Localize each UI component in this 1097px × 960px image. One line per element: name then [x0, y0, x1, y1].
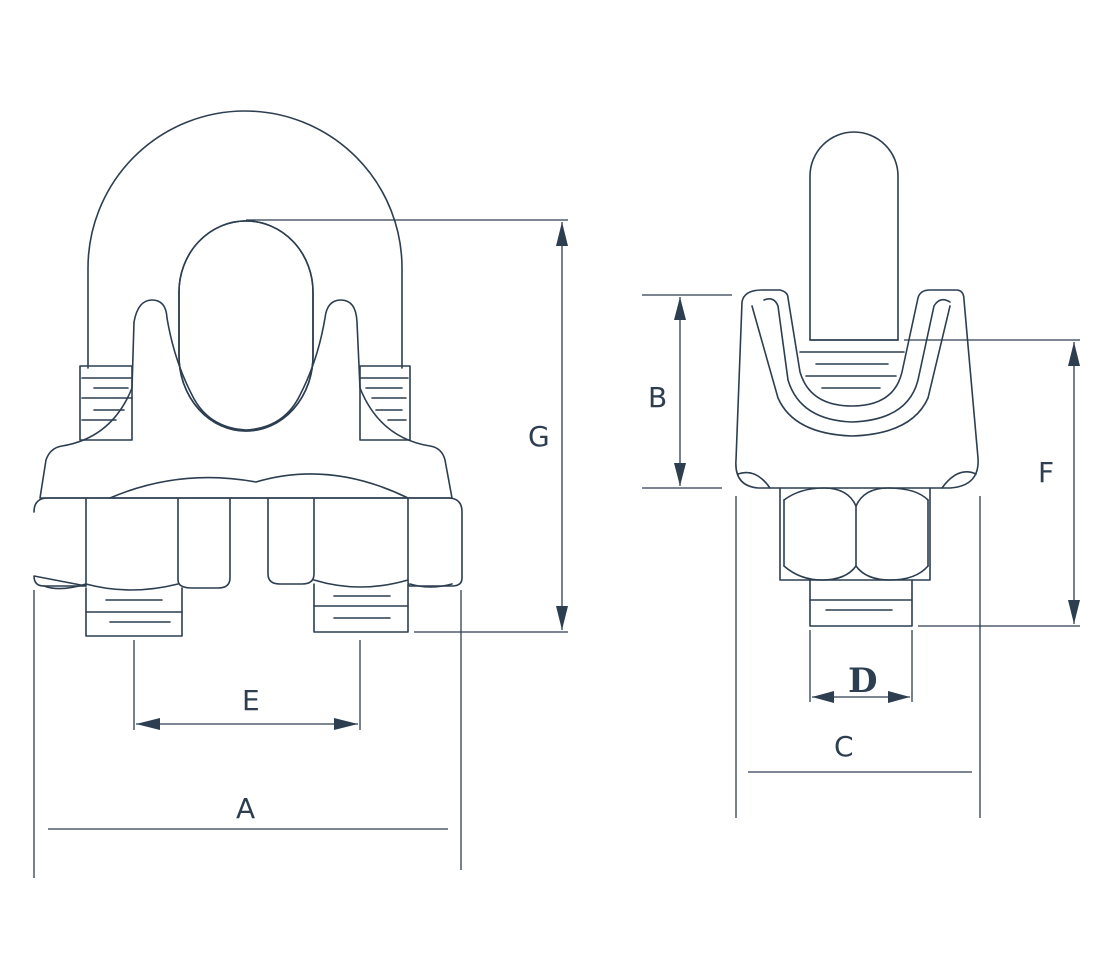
- right-bolt-thread: [313, 583, 409, 633]
- left-shoulder-thread: [79, 365, 133, 441]
- dimension-b: [642, 294, 732, 489]
- base-plate: [33, 497, 463, 587]
- dimension-d: [809, 630, 913, 703]
- dimension-a: [33, 590, 462, 878]
- dimension-f: [904, 339, 1080, 627]
- side-saddle: [735, 289, 979, 489]
- dimension-c: [735, 496, 981, 818]
- side-bottom-thread: [809, 579, 913, 627]
- label-f: F: [1038, 456, 1054, 489]
- saddle-body: [39, 299, 453, 499]
- right-nut: [313, 579, 409, 588]
- label-c: C: [834, 730, 854, 763]
- side-view: [642, 131, 1080, 818]
- dimension-e: [133, 640, 361, 730]
- u-bolt-inner-opening: [178, 220, 314, 432]
- label-b: B: [648, 381, 667, 414]
- bolt-head: [809, 131, 899, 341]
- left-nut: [85, 583, 179, 591]
- label-a: A: [236, 792, 255, 825]
- left-bolt-thread: [85, 587, 183, 637]
- dimension-g: [246, 219, 568, 633]
- front-view: [33, 110, 568, 878]
- label-d: D: [848, 661, 877, 701]
- label-g: G: [528, 420, 550, 453]
- label-e: E: [242, 684, 260, 717]
- u-bolt-outer: [87, 110, 403, 369]
- side-bolt-thread: [799, 351, 905, 389]
- side-hex-nut: [779, 487, 931, 581]
- saddle-hump: [109, 473, 409, 499]
